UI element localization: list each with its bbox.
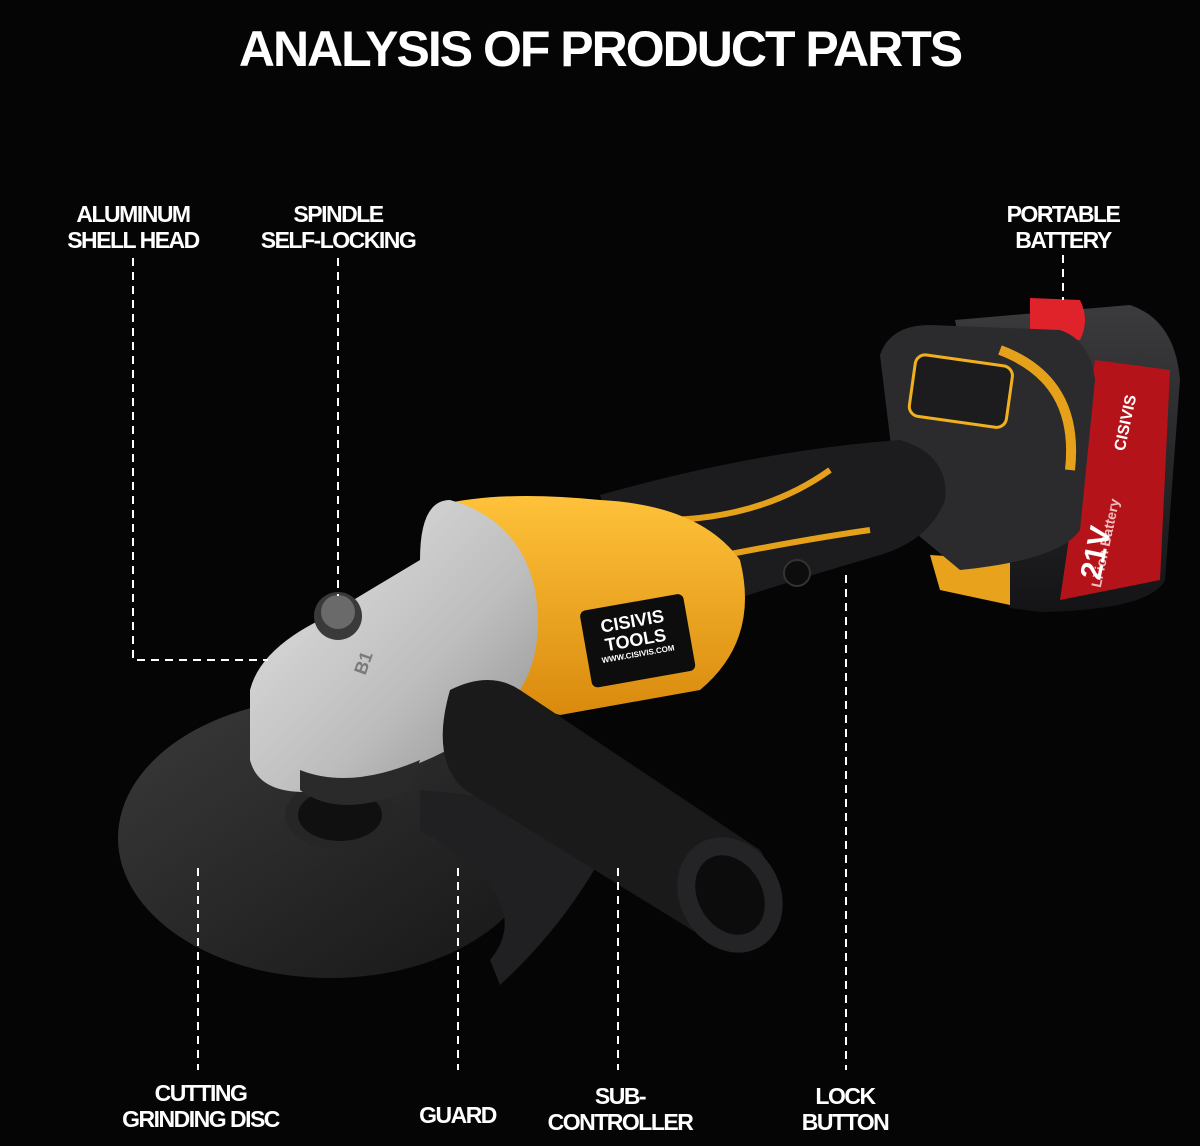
label-line: GRINDING DISC — [122, 1106, 280, 1132]
label-line: LOCK — [815, 1083, 876, 1109]
label-sub-controller: SUB- CONTROLLER — [535, 1083, 705, 1135]
label-line: SUB- — [594, 1083, 647, 1109]
label-line: SHELL HEAD — [67, 227, 200, 253]
label-lock-button: LOCK BUTTON — [785, 1083, 905, 1135]
page-title: ANALYSIS OF PRODUCT PARTS — [238, 21, 963, 77]
label-line: PORTABLE — [1006, 201, 1121, 227]
label-aluminum-shell-head: ALUMINUM SHELL HEAD — [58, 201, 208, 253]
label-line: CONTROLLER — [547, 1109, 694, 1135]
label-line: SPINDLE — [293, 201, 384, 227]
label-line: ALUMINUM — [76, 201, 191, 227]
label-line: BUTTON — [801, 1109, 890, 1135]
label-portable-battery: PORTABLE BATTERY — [993, 201, 1133, 253]
label-line: GUARD — [419, 1102, 497, 1128]
label-cutting-grinding-disc: CUTTING GRINDING DISC — [108, 1080, 293, 1132]
leader-lines — [132, 255, 1064, 1070]
label-line: BATTERY — [1015, 227, 1112, 253]
label-line: SELF-LOCKING — [260, 227, 417, 253]
label-guard: GUARD — [400, 1102, 515, 1128]
label-spindle-self-locking: SPINDLE SELF-LOCKING — [253, 201, 423, 253]
label-line: CUTTING — [154, 1080, 248, 1106]
leader-aluminum-shell-head — [132, 258, 268, 661]
